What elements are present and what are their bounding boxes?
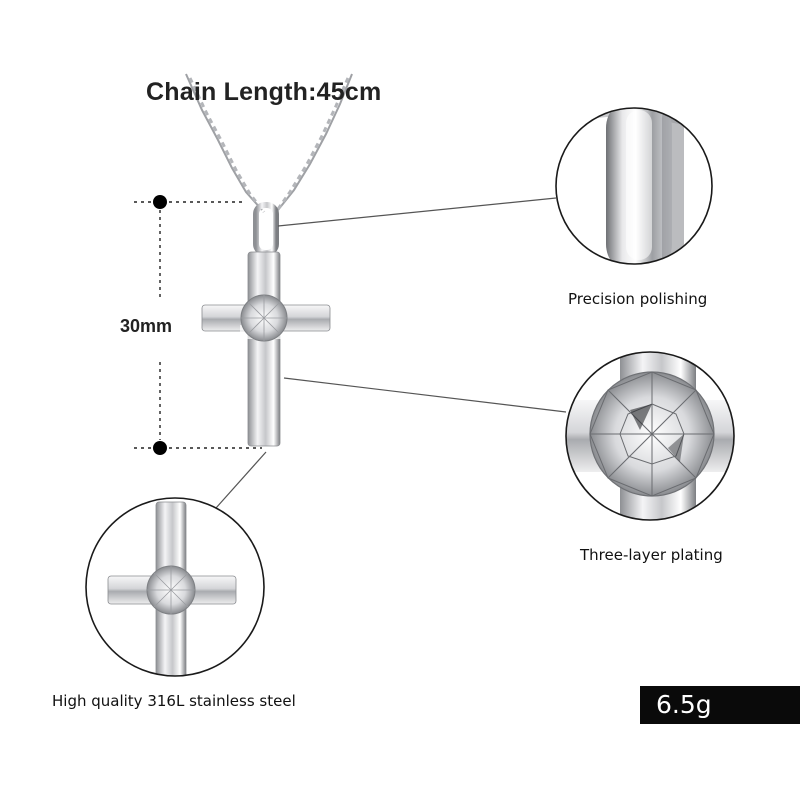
callout-lines — [215, 197, 567, 509]
cross-pendant-icon — [85, 497, 265, 677]
polished-ring-icon — [555, 107, 713, 265]
feature-label-material: High quality 316L stainless steel — [52, 692, 296, 710]
chain-length-label: Chain Length:45cm — [146, 78, 382, 106]
feature-label-plating: Three-layer plating — [580, 546, 723, 564]
cross-pendant — [201, 251, 331, 447]
weight-badge: 6.5g — [640, 686, 800, 724]
pendant-height-label: 30mm — [120, 316, 173, 336]
necklace-chain — [185, 73, 353, 213]
pendant-bail — [253, 202, 279, 256]
dimension-marker — [134, 195, 262, 455]
feature-label-polishing: Precision polishing — [568, 290, 708, 308]
gemstone-setting-icon — [565, 351, 735, 521]
